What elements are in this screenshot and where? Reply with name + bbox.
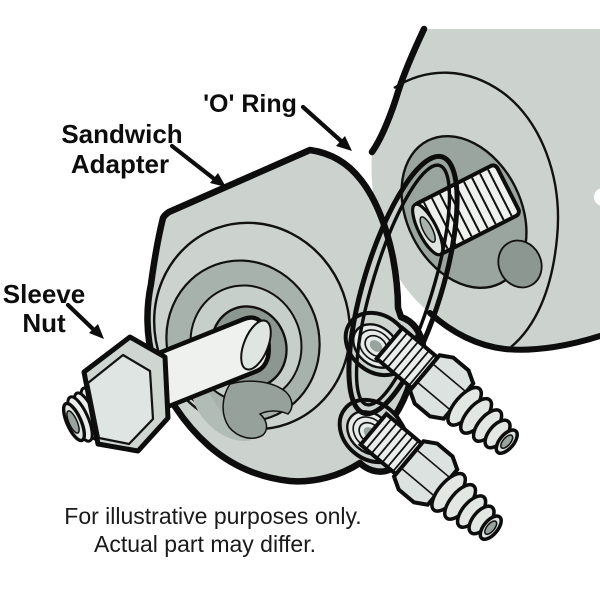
sandwich-adapter-label-line1: Sandwich: [61, 119, 182, 149]
sleeve-nut-arrow: [65, 302, 104, 339]
fitting-hex: [391, 439, 460, 507]
sandwich-adapter-arrow: [169, 143, 226, 187]
labels: Sandwich Adapter 'O' Ring Sleeve Nut: [3, 90, 297, 338]
recess-shadow-tab: [497, 239, 543, 289]
o-ring-arrow: [300, 104, 352, 151]
sandwich-adapter-label-line2: Adapter: [71, 149, 169, 179]
engine-block-illustration: [368, 25, 600, 353]
adapter-shading-hook: [222, 380, 293, 439]
sleeve-nut-illustration: [81, 334, 171, 454]
hose-barb-fitting-lower: [357, 411, 503, 542]
engine-block-bottom-edge: [427, 310, 600, 353]
caption: For illustrative purposes only. Actual p…: [64, 503, 361, 557]
sleeve-assembly: [61, 315, 272, 454]
engine-face-contour: [393, 71, 560, 348]
o-ring-label: 'O' Ring: [203, 90, 297, 118]
adapter-shading-crescent: [190, 358, 252, 441]
caption-line2: Actual part may differ.: [94, 531, 316, 557]
o-ring-illustration: [346, 153, 460, 417]
callout-arrows: [65, 104, 352, 339]
caption-line1: For illustrative purposes only.: [64, 503, 361, 529]
engine-block-left-edge: [368, 25, 428, 156]
sleeve-nut-label-line2: Nut: [22, 308, 66, 338]
fitting-thread-lines: [381, 332, 435, 386]
nut-front-face: [86, 353, 155, 446]
thread-tip-bore: [66, 410, 80, 434]
barb-tip-bore: [500, 434, 514, 449]
sleeve-nut-label-line1: Sleeve: [3, 279, 85, 309]
hose-barb-fitting-upper: [373, 325, 519, 456]
fitting-thread-lines: [365, 418, 419, 472]
sleeve-end-cap: [240, 319, 272, 371]
barb-tip-bore: [484, 520, 498, 535]
fitting-hex: [407, 353, 476, 421]
mount-edge-notch: [594, 188, 600, 206]
